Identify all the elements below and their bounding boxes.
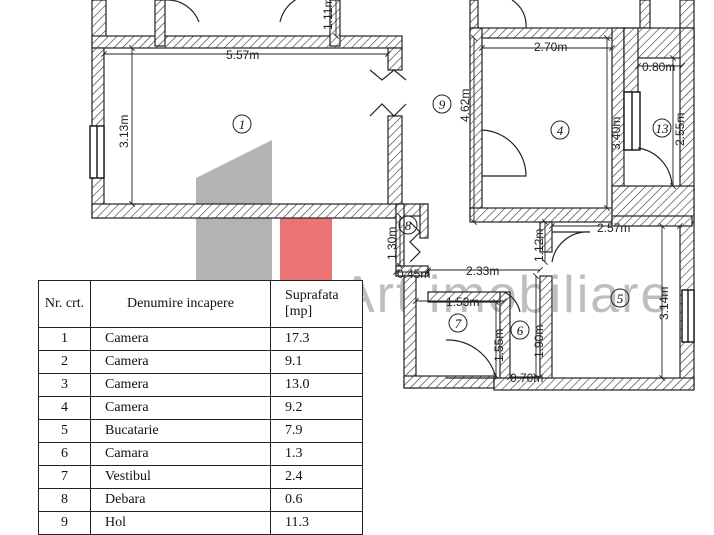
row-nr: 9 xyxy=(38,511,91,535)
dim-label: 1.30m xyxy=(385,227,399,260)
dim-label: 0.70m xyxy=(510,371,543,385)
dimension-lines xyxy=(100,0,686,382)
row-area: 11.3 xyxy=(270,511,363,535)
row-area: 13.0 xyxy=(270,373,363,397)
row-nr: 4 xyxy=(38,396,91,420)
room-number: 4 xyxy=(557,123,564,138)
dim-label: 1.55m xyxy=(492,329,506,362)
header-nr: Nr. crt. xyxy=(38,280,91,328)
row-name: Camera xyxy=(90,327,271,351)
row-name: Bucatarie xyxy=(90,419,271,443)
dim-label: 1.12m xyxy=(532,229,546,262)
row-nr: 5 xyxy=(38,419,91,443)
row-area: 2.4 xyxy=(270,465,363,489)
dim-label: 2.70m xyxy=(534,40,567,54)
room-numbers xyxy=(232,94,672,340)
room-number: 8 xyxy=(405,218,412,233)
room-number: 6 xyxy=(517,323,524,338)
dim-label: 1.53m xyxy=(446,295,479,309)
room-number: 5 xyxy=(617,291,624,306)
row-nr: 1 xyxy=(38,327,91,351)
dim-label: 3.40m xyxy=(609,117,623,150)
room-number: 7 xyxy=(455,316,462,331)
dim-label: 2.55m xyxy=(673,113,687,146)
row-nr: 7 xyxy=(38,465,91,489)
dim-label: 1.11m xyxy=(321,0,335,30)
row-name: Debara xyxy=(90,488,271,512)
row-nr: 8 xyxy=(38,488,91,512)
row-area: 17.3 xyxy=(270,327,363,351)
room-number-labels: 1 4 5 6 7 8 9 13 xyxy=(239,97,669,338)
row-nr: 6 xyxy=(38,442,91,466)
dim-label: 5.57m xyxy=(226,48,259,62)
dim-label: 4.62m xyxy=(458,89,472,122)
row-area: 9.2 xyxy=(270,396,363,420)
header-denumire: Denumire incapere xyxy=(90,280,271,328)
dim-label: 3.13m xyxy=(117,115,131,148)
room-number: 9 xyxy=(439,97,446,112)
windows xyxy=(89,91,695,343)
row-area: 7.9 xyxy=(270,419,363,443)
row-area: 0.6 xyxy=(270,488,363,512)
dim-label: 2.57m xyxy=(597,221,630,235)
room-number: 1 xyxy=(239,117,246,132)
row-name: Hol xyxy=(90,511,271,535)
table-header-row: Nr. crt. Denumire incapere Suprafata [mp… xyxy=(38,280,363,328)
dim-label: 0.45m xyxy=(397,267,430,281)
dim-label: 3.14m xyxy=(657,287,671,320)
row-nr: 3 xyxy=(38,373,91,397)
row-name: Vestibul xyxy=(90,465,271,489)
row-nr: 2 xyxy=(38,350,91,374)
row-area: 1.3 xyxy=(270,442,363,466)
dim-label: 1.90m xyxy=(532,325,546,358)
row-name: Camara xyxy=(90,442,271,466)
row-area: 9.1 xyxy=(270,350,363,374)
header-suprafata: Suprafata [mp] xyxy=(270,280,363,328)
dim-label: 2.33m xyxy=(466,264,499,278)
row-name: Camera xyxy=(90,350,271,374)
dimension-labels: 1.11m 5.57m 3.13m 2.70m 4.62m 3.40m 0.80… xyxy=(117,0,687,385)
room-number: 13 xyxy=(656,121,670,136)
row-name: Camera xyxy=(90,373,271,397)
dim-label: 0.80m xyxy=(642,60,675,74)
row-name: Camera xyxy=(90,396,271,420)
room-area-table: Nr. crt. Denumire incapere Suprafata [mp… xyxy=(38,280,363,535)
